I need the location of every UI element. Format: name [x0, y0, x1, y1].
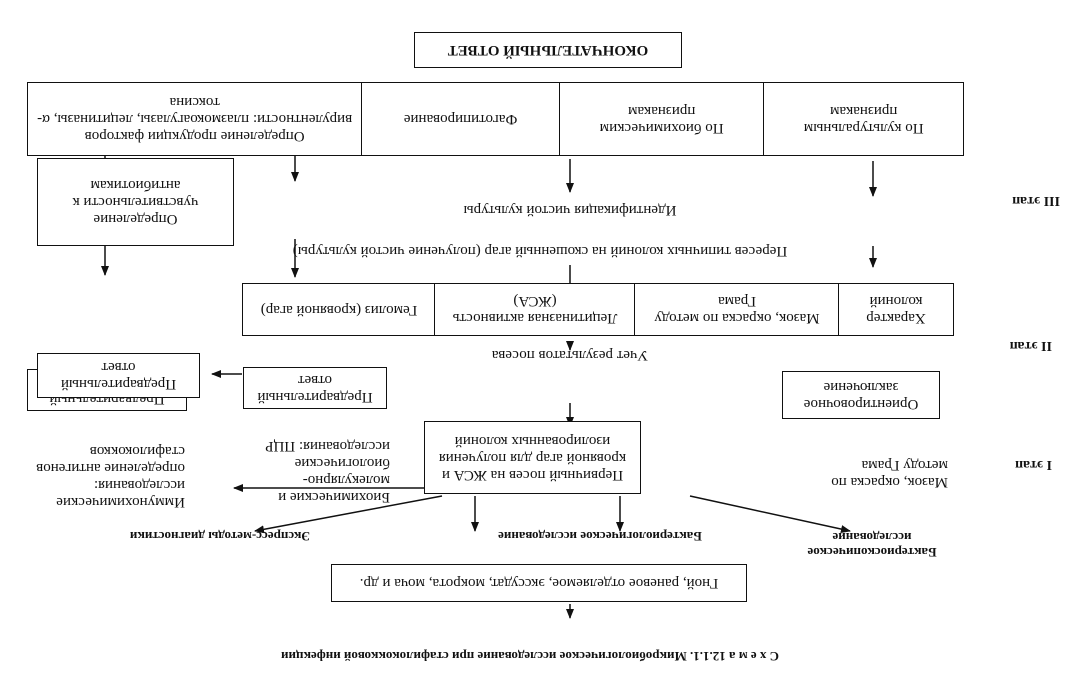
- stage-label-3: III этап: [1012, 193, 1060, 208]
- stage-label-2: II этап: [1009, 338, 1052, 353]
- immunochem-box: Иммунохимические исследования: определен…: [36, 443, 185, 510]
- branch-bacteriologic: Бактериологическое исследование: [498, 529, 702, 544]
- branch-express: Экспресс-методы диагностики: [129, 529, 311, 544]
- accounting-label: Учет результатов посева: [491, 347, 649, 363]
- arrow-ident-to-virulence: [254, 495, 443, 534]
- branch-bacterioscopic: Бактериоскопическое исследование: [807, 530, 937, 560]
- sensitivity-box: Определение чувствительности к антибиоти…: [37, 158, 234, 246]
- primary-culture-box: Первичный посев на ЖСА и кровяной агар д…: [424, 421, 641, 494]
- table2-cell: Мазок, окраска по методу Грама: [634, 284, 839, 335]
- table3-cell: По биохимическим признакам: [558, 83, 764, 155]
- table2-cell: Гемолиз (кровяной агар): [260, 302, 418, 318]
- prelim-answer-c: Предварительный ответ: [37, 353, 200, 398]
- final-answer-box: ОКОНЧАТЕЛЬНЫЙ ОТВЕТ: [414, 32, 682, 68]
- prelim-answer-a: Предварительный ответ: [243, 367, 387, 409]
- stage-label-1: I этап: [1015, 457, 1052, 472]
- biochem-pcr-box: Биохимические и молекулярно-биологически…: [265, 438, 390, 505]
- identification-label: Идентификация чистой культуры: [463, 202, 677, 218]
- diagram-caption: С х е м а 12.1.1. Микробиологическое исс…: [280, 649, 780, 664]
- table3-cell: Фаготипирование: [361, 83, 559, 155]
- reseeding-label: Пересев типичных колоний на скошенный аг…: [292, 243, 788, 259]
- table2-cell: Характер колоний: [838, 284, 953, 335]
- arrow-ident-to-cultural: [689, 495, 851, 533]
- smear-box: Мазок, окраска по методу Грама: [831, 457, 948, 490]
- table3-cell: Определение продукции факторов вирулентн…: [37, 94, 353, 145]
- orientation-box: Ориентировочное заключение: [782, 371, 940, 419]
- table2-cell: Лецитиназная активность (ЖСА): [434, 284, 635, 335]
- material-box: Гной, раневое отделяемое, экссудат, мокр…: [331, 564, 747, 602]
- stage2-table: Характер колоний Мазок, окраска по метод…: [242, 283, 954, 336]
- stage3-table: По культуральным признакам По биохимичес…: [27, 82, 964, 156]
- table3-cell: По культуральным признакам: [763, 83, 963, 155]
